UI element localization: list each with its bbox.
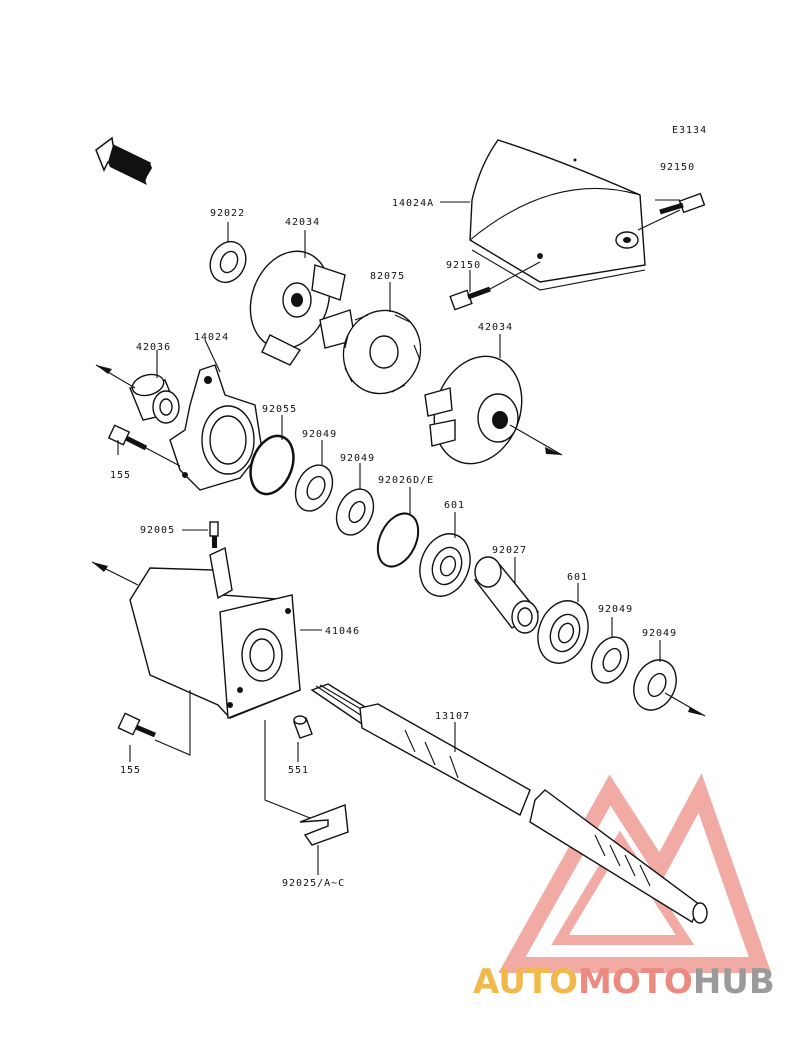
bolt-92150-top-part xyxy=(659,192,706,215)
watermark-hub: HUB xyxy=(692,962,775,1002)
seal-92049-d-part xyxy=(633,659,706,717)
label-92026: 92026D/E xyxy=(378,475,434,486)
bolt-92150-mid-part xyxy=(449,261,541,311)
housing-41046-part xyxy=(91,546,301,719)
watermark-auto: AUTO xyxy=(473,962,578,1002)
label-92005: 92005 xyxy=(140,525,175,536)
label-92055: 92055 xyxy=(262,404,297,415)
pin-551-part xyxy=(293,715,313,739)
label-92150-top: 92150 xyxy=(660,162,695,173)
sleeve-92027-part xyxy=(473,556,540,634)
label-92049-a: 92049 xyxy=(302,429,337,440)
watermark-text: AUTOMOTOHUB xyxy=(473,962,775,1002)
coupler-42034-low-part xyxy=(424,355,563,465)
seal-92049-b-part xyxy=(335,488,375,536)
label-42034-top: 42034 xyxy=(285,217,320,228)
washer-92022-part xyxy=(209,240,247,284)
label-601-b: 601 xyxy=(567,572,588,583)
part-number-labels: E3134 92150 14024A 92022 42034 92150 820… xyxy=(110,125,707,889)
label-601-a: 601 xyxy=(444,500,465,511)
guard-14024a-part xyxy=(469,139,646,291)
label-92049-d: 92049 xyxy=(642,628,677,639)
front-direction-arrow: FRONT xyxy=(95,136,152,185)
bearing-601-a-part xyxy=(419,533,471,597)
grease-nipple-92005-part xyxy=(209,521,219,548)
label-551: 551 xyxy=(288,765,309,776)
bolt-155-lower-part xyxy=(117,712,156,738)
label-92150-mid: 92150 xyxy=(446,260,481,271)
damper-82075-part xyxy=(342,309,422,395)
label-92025: 92025/A~C xyxy=(282,878,345,889)
label-92022: 92022 xyxy=(210,208,245,219)
shim-92025-part xyxy=(299,804,349,846)
label-155-a: 155 xyxy=(110,470,131,481)
label-14024a: 14024A xyxy=(392,198,434,209)
label-92049-b: 92049 xyxy=(340,453,375,464)
bearing-601-b-part xyxy=(537,600,589,664)
label-41046: 41046 xyxy=(325,626,360,637)
bolt-155-left-part xyxy=(107,424,181,467)
label-155-b: 155 xyxy=(120,765,141,776)
seal-92049-c-part xyxy=(590,636,630,684)
label-13107: 13107 xyxy=(435,711,470,722)
label-92027: 92027 xyxy=(492,545,527,556)
coupler-42034-top-part xyxy=(249,250,356,366)
leader-lines xyxy=(117,199,681,875)
label-42034-low: 42034 xyxy=(478,322,513,333)
collar-42036-part xyxy=(95,364,180,424)
label-14024: 14024 xyxy=(194,332,229,343)
label-92049-c: 92049 xyxy=(598,604,633,615)
seal-92049-a-part xyxy=(294,464,334,512)
label-82075: 82075 xyxy=(370,271,405,282)
housing-14024-part xyxy=(169,364,263,491)
watermark-moto: MOTO xyxy=(577,962,693,1002)
label-42036: 42036 xyxy=(136,342,171,353)
drive-shaft-13107-part xyxy=(310,683,708,924)
figure-code: E3134 xyxy=(672,125,707,136)
ring-92026-part xyxy=(376,512,420,568)
